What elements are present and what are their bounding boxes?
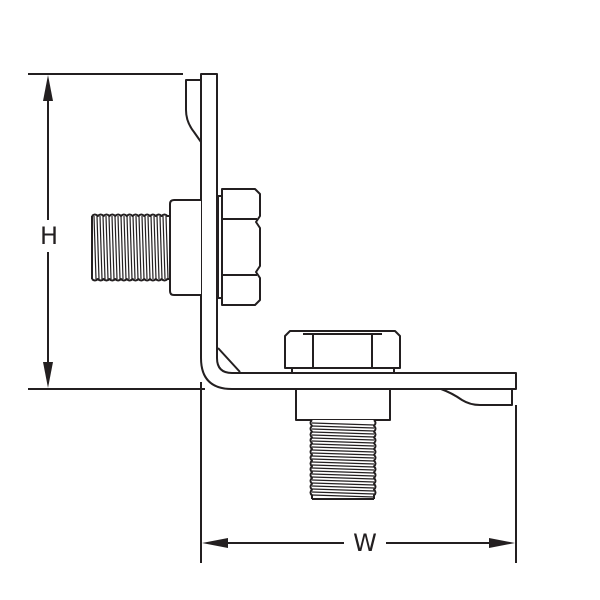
upper-hex-nut xyxy=(221,188,261,306)
lower-bolt-thread xyxy=(309,419,377,500)
arrow-up-icon xyxy=(43,75,53,101)
height-label: H xyxy=(38,220,60,252)
upper-bolt-thread xyxy=(91,213,170,282)
lower-nut-washer xyxy=(291,367,395,374)
bracket-horizontal-tab xyxy=(440,388,513,406)
bracket-plate xyxy=(200,73,517,390)
width-dimension xyxy=(200,382,517,563)
arrow-left-icon xyxy=(202,538,228,548)
upper-bolt-head xyxy=(169,199,201,296)
angle-bracket xyxy=(185,73,517,406)
upper-bolt xyxy=(91,188,261,306)
lower-bolt xyxy=(284,330,401,500)
bracket-vertical-tab xyxy=(185,79,202,143)
lower-hex-nut xyxy=(284,330,401,369)
lower-bolt-head xyxy=(295,388,391,421)
arrow-right-icon xyxy=(489,538,515,548)
width-label: W xyxy=(344,531,386,555)
arrow-down-icon xyxy=(43,362,53,388)
bracket-gusset-line xyxy=(217,347,241,373)
